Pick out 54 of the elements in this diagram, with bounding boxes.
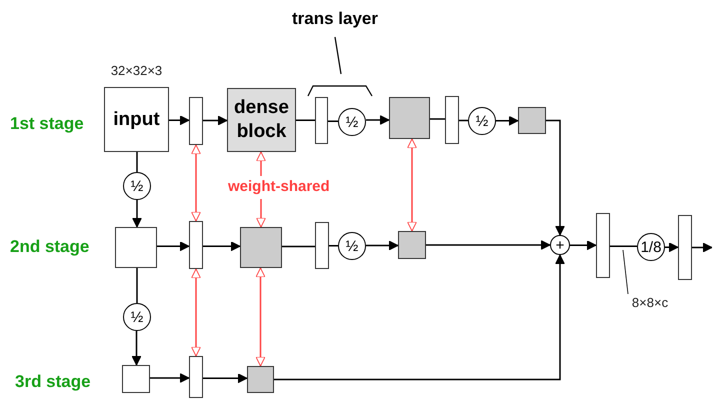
stage-label: 1st stage [10, 113, 84, 135]
feature-box [518, 107, 546, 134]
arrow [203, 241, 240, 252]
feature-bar [315, 97, 328, 144]
arrow [665, 242, 678, 252]
arrow [203, 116, 228, 126]
annotation-text: weight-shared [228, 176, 330, 198]
arrow [150, 373, 190, 383]
process-box: dense block [227, 88, 296, 152]
double-arrow [191, 144, 201, 222]
arrow [366, 115, 390, 125]
group-label: trans layer [292, 8, 378, 30]
arrow [132, 200, 142, 228]
feature-bar [678, 215, 692, 280]
arrow [132, 331, 142, 366]
arrow [274, 254, 565, 380]
feature-box [122, 365, 150, 393]
arrow [426, 240, 550, 250]
feature-box [389, 97, 430, 139]
feature-bar [189, 97, 203, 145]
arrow [157, 241, 190, 252]
feature-box [115, 227, 157, 268]
leader-line [622, 250, 628, 294]
feature-bar [315, 222, 329, 269]
connector-line [136, 268, 138, 303]
feature-box [240, 227, 282, 268]
double-arrow [256, 268, 266, 366]
connector-line [329, 245, 338, 246]
arrow [169, 115, 190, 126]
stage-label: 3rd stage [15, 371, 91, 393]
arrow [570, 240, 596, 250]
connector-line [610, 246, 637, 247]
feature-bar [596, 213, 610, 278]
dimension-text: 8×8×c [624, 294, 676, 312]
connector-line [136, 152, 138, 172]
feature-bar [189, 221, 203, 269]
connector-line [430, 118, 445, 120]
size-label: 32×32×3 [110, 63, 162, 80]
double-arrow [191, 268, 201, 356]
connector-line [459, 120, 468, 122]
feature-box [398, 231, 426, 259]
arrow [692, 242, 712, 252]
arrow [366, 240, 398, 250]
feature-bar [189, 356, 203, 398]
arrow [203, 373, 248, 384]
arrow [496, 116, 518, 126]
double-arrow [407, 138, 417, 232]
feature-bar [445, 96, 459, 144]
feature-box [247, 366, 274, 393]
connector-line [296, 120, 315, 121]
connector-line [328, 120, 338, 122]
arrow [546, 120, 565, 236]
stage-label: 2nd stage [10, 236, 90, 258]
connector-line [282, 246, 315, 248]
